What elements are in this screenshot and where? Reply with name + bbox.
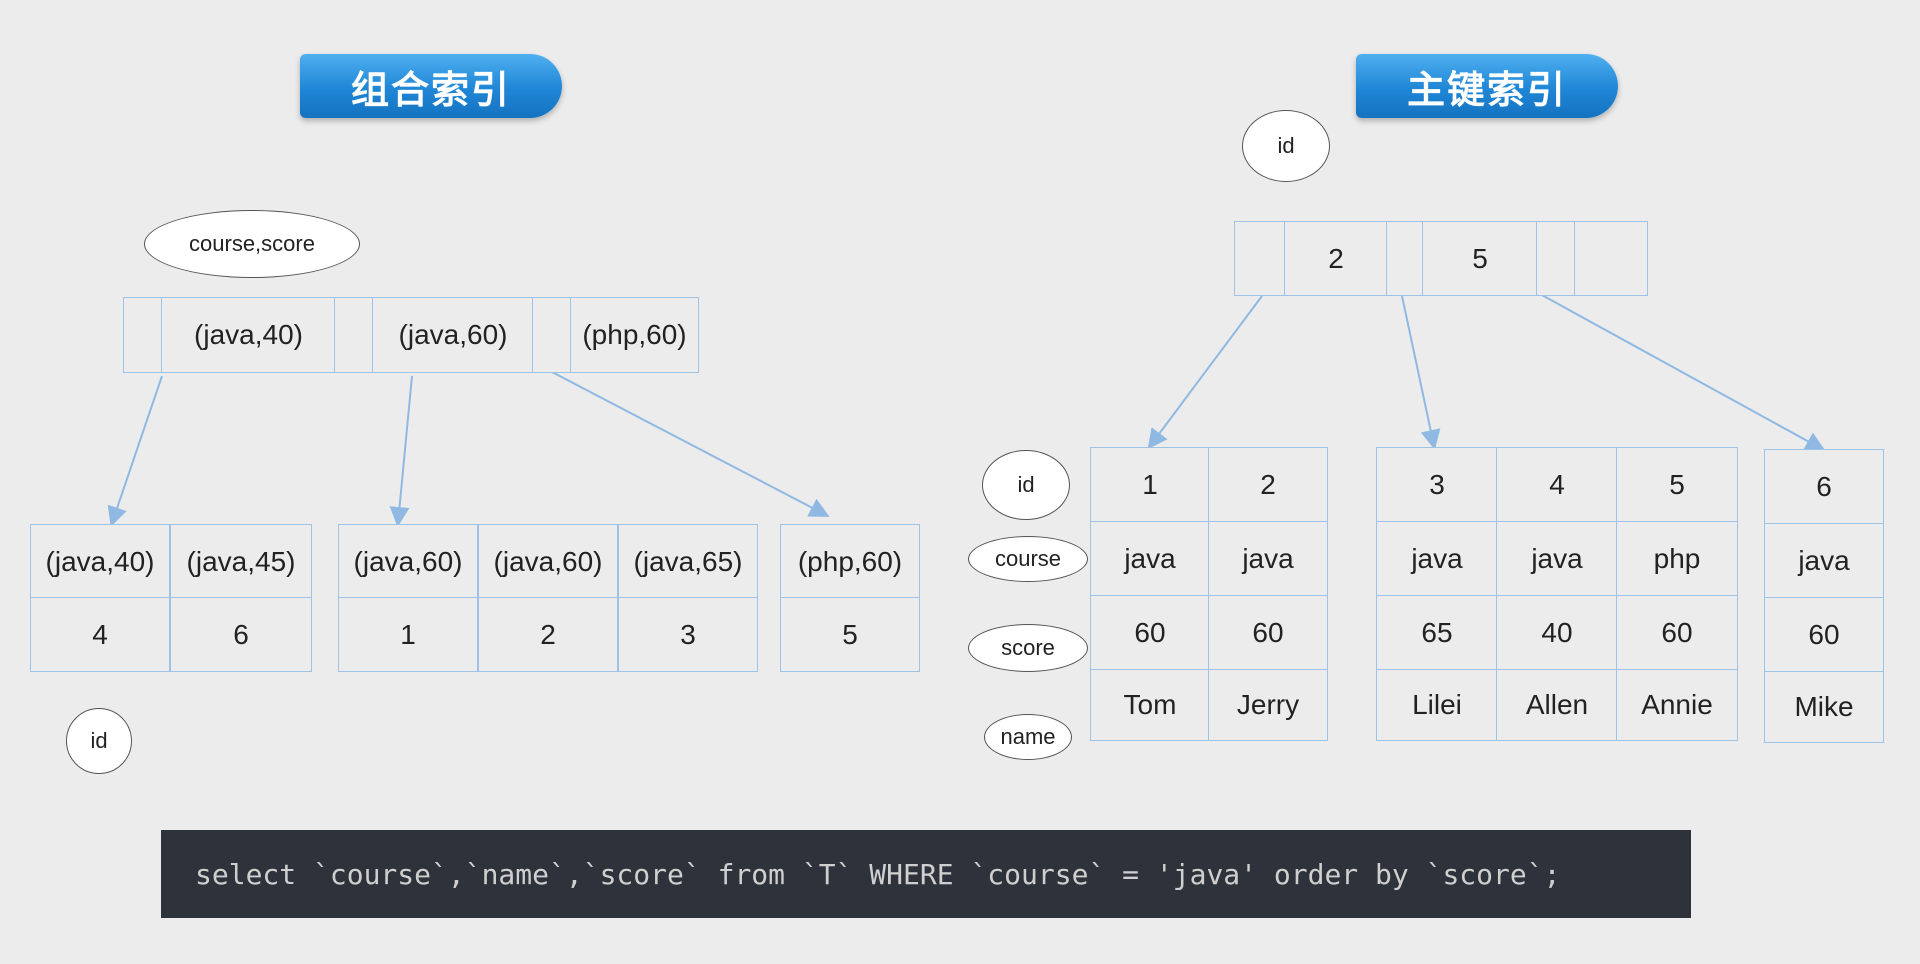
sql-query-text: select `course`,`name`,`score` from `T` … <box>195 857 1561 891</box>
cell-name: Jerry <box>1208 669 1328 741</box>
root-key: 5 <box>1422 221 1538 296</box>
pointer-slot <box>1234 221 1286 296</box>
cell-name: Mike <box>1764 671 1884 743</box>
leaf-id: 6 <box>170 597 312 672</box>
root-key: (java,60) <box>372 297 534 373</box>
row-label-course: course <box>968 536 1088 582</box>
root-key: (php,60) <box>570 297 699 373</box>
row-label-name: name <box>984 714 1072 760</box>
cell-id: 4 <box>1496 447 1618 523</box>
composite-index-title: 组合索引 <box>350 67 511 112</box>
cell-score: 60 <box>1090 595 1210 671</box>
arrow-left-3 <box>551 371 830 517</box>
leaf-id: 1 <box>338 597 478 672</box>
primary-index-title: 主键索引 <box>1406 67 1567 112</box>
row-label-id: id <box>982 450 1070 520</box>
cell-course: java <box>1376 521 1498 597</box>
cell-score: 60 <box>1616 595 1738 671</box>
composite-index-banner: 组合索引 <box>300 54 562 118</box>
cell-course: java <box>1496 521 1618 597</box>
leaf-key: (java,60) <box>478 524 618 599</box>
cell-id: 3 <box>1376 447 1498 523</box>
arrow-left-2 <box>389 375 413 527</box>
pointer-slot <box>123 297 163 373</box>
root-key: (java,40) <box>161 297 336 373</box>
row-label-text: name <box>1000 724 1056 749</box>
pointer-slot <box>1574 221 1648 296</box>
primary-key-text: id <box>1277 133 1295 158</box>
row-label-text: id <box>1017 472 1035 497</box>
leaf-id: 2 <box>478 597 618 672</box>
pointer-slot <box>1386 221 1424 296</box>
pointer-slot <box>1536 221 1576 296</box>
cell-name: Allen <box>1496 669 1618 741</box>
cell-id: 2 <box>1208 447 1328 523</box>
arrow-right-2 <box>1401 295 1441 450</box>
cell-score: 60 <box>1764 597 1884 673</box>
cell-score: 40 <box>1496 595 1618 671</box>
cell-score: 65 <box>1376 595 1498 671</box>
cell-course: java <box>1764 523 1884 599</box>
cell-name: Annie <box>1616 669 1738 741</box>
cell-course: php <box>1616 521 1738 597</box>
cell-id: 5 <box>1616 447 1738 523</box>
pointer-slot <box>532 297 572 373</box>
row-label-text: course <box>994 546 1062 571</box>
sql-query-bar: select `course`,`name`,`score` from `T` … <box>161 830 1691 918</box>
pointer-slot <box>334 297 374 373</box>
leaf-id-label-text: id <box>90 728 108 753</box>
leaf-id: 3 <box>618 597 758 672</box>
primary-index-banner: 主键索引 <box>1356 54 1618 118</box>
cell-name: Tom <box>1090 669 1210 741</box>
leaf-key: (php,60) <box>780 524 920 599</box>
primary-key-label: id <box>1242 110 1330 182</box>
cell-id: 6 <box>1764 449 1884 525</box>
leaf-key: (java,65) <box>618 524 758 599</box>
cell-id: 1 <box>1090 447 1210 523</box>
leaf-key: (java,60) <box>338 524 478 599</box>
cell-course: java <box>1090 521 1210 597</box>
cell-score: 60 <box>1208 595 1328 671</box>
row-label-score: score <box>968 624 1088 672</box>
cell-name: Lilei <box>1376 669 1498 741</box>
leaf-key: (java,40) <box>30 524 170 599</box>
leaf-id: 5 <box>780 597 920 672</box>
leaf-id-label: id <box>66 708 132 774</box>
composite-key-label: course,score <box>144 210 360 278</box>
cell-course: java <box>1208 521 1328 597</box>
composite-key-text: course,score <box>189 231 315 256</box>
arrow-right-3 <box>1539 293 1826 451</box>
arrow-right-1 <box>1147 295 1263 450</box>
leaf-id: 4 <box>30 597 170 672</box>
root-key: 2 <box>1284 221 1388 296</box>
leaf-key: (java,45) <box>170 524 312 599</box>
arrow-left-1 <box>107 375 163 527</box>
row-label-text: score <box>1001 635 1055 660</box>
